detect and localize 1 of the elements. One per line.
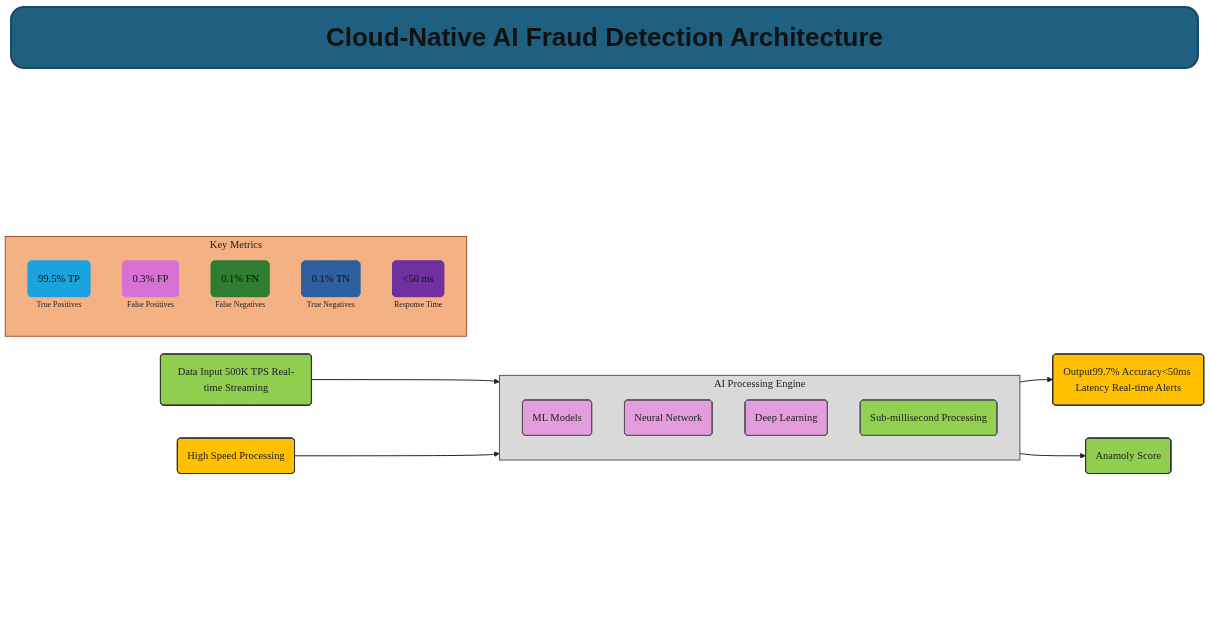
title-banner: Cloud-Native AI Fraud Detection Architecture <box>10 6 1199 69</box>
